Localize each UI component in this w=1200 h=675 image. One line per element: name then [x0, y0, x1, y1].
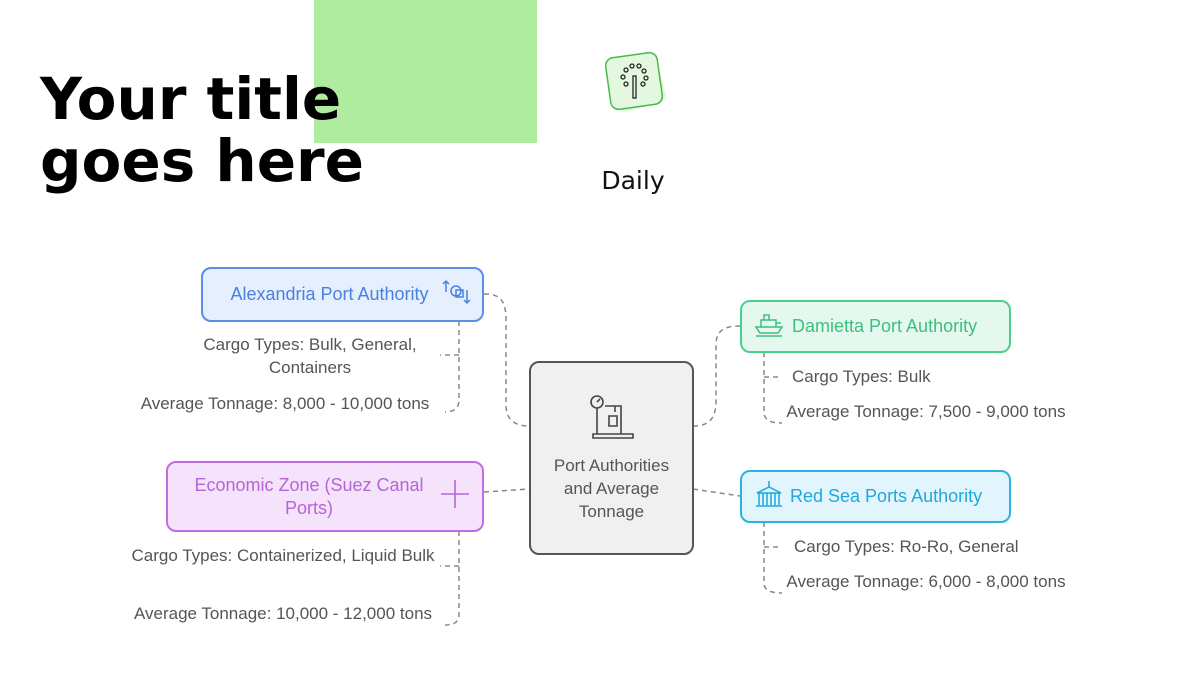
- economic-zone-average-tonnage: Average Tonnage: 10,000 - 12,000 tons: [133, 604, 433, 623]
- red-sea-average-tonnage: Average Tonnage: 6,000 - 8,000 tons: [786, 572, 1066, 591]
- node-red-sea-ports-authority[interactable]: Red Sea Ports Authority: [740, 470, 1011, 523]
- red-sea-cargo-types: Cargo Types: Ro-Ro, General: [794, 537, 1019, 556]
- scale-icon: [587, 394, 637, 450]
- alexandria-cargo-types: Cargo Types: Bulk, General, Containers: [203, 335, 417, 377]
- damietta-cargo-types: Cargo Types: Bulk: [792, 367, 931, 386]
- node-alexandria-port-authority[interactable]: Alexandria Port Authority: [201, 267, 484, 322]
- alexandria-average-tonnage: Average Tonnage: 8,000 - 10,000 tons: [140, 394, 430, 413]
- center-node-port-authorities[interactable]: Port Authorities and Average Tonnage: [529, 361, 694, 555]
- decorative-green-block: [314, 0, 537, 143]
- port-building-icon: [754, 479, 784, 515]
- page-title: Your title goes here: [40, 65, 364, 195]
- ship-icon: [754, 311, 784, 343]
- node-economic-zone-suez-canal[interactable]: Economic Zone (Suez Canal Ports): [166, 461, 484, 532]
- node-damietta-port-authority[interactable]: Damietta Port Authority: [740, 300, 1011, 353]
- node-label: Alexandria Port Authority: [230, 284, 429, 304]
- node-label: Damietta Port Authority: [792, 316, 978, 336]
- damietta-average-tonnage: Average Tonnage: 7,500 - 9,000 tons: [786, 402, 1066, 421]
- cargo-exchange-icon: [442, 278, 472, 312]
- node-label: Red Sea Ports Authority: [790, 486, 983, 506]
- subtitle-daily: Daily: [601, 166, 665, 195]
- center-node-label: Port Authorities and Average Tonnage: [553, 455, 670, 521]
- sparkler-icon: [604, 50, 670, 116]
- economic-zone-cargo-types: Cargo Types: Containerized, Liquid Bulk: [131, 546, 435, 565]
- node-label: Economic Zone (Suez Canal Ports): [194, 474, 424, 518]
- plus-icon: [440, 479, 470, 515]
